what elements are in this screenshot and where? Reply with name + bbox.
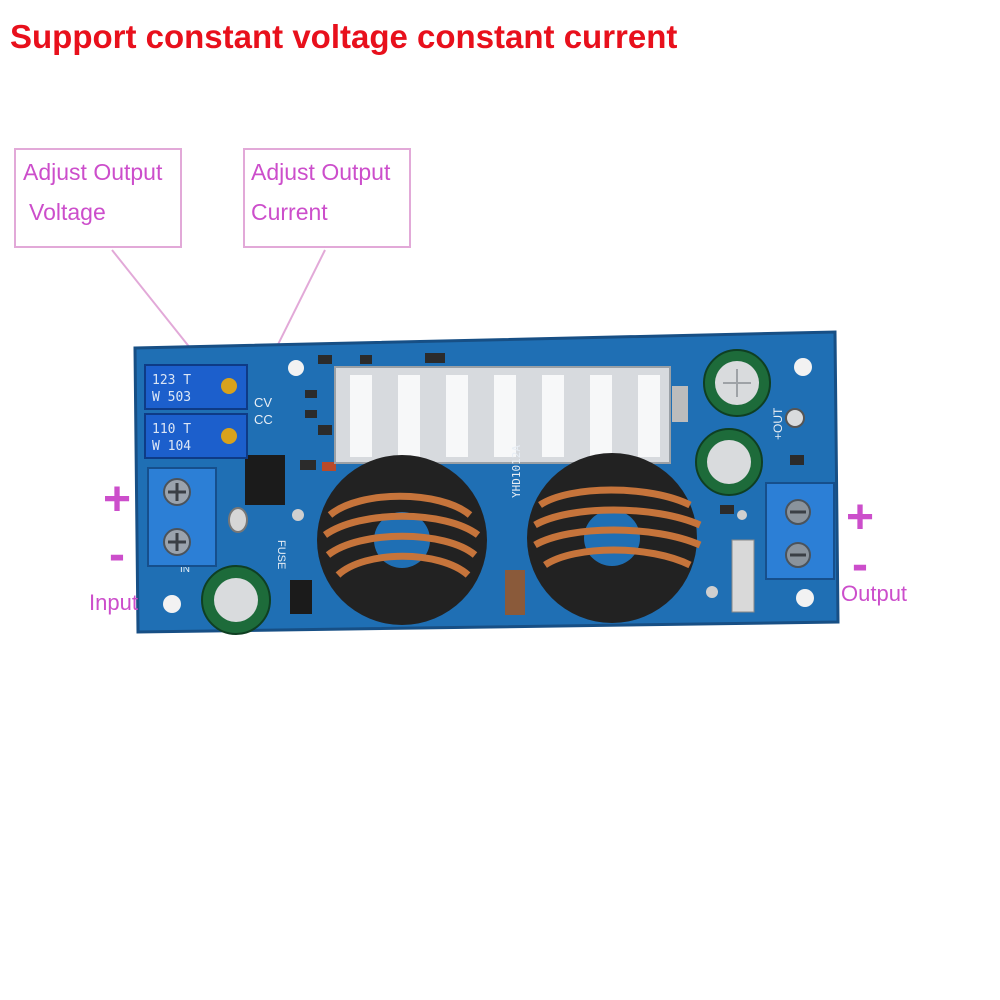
- pot2-line1: 110 T: [152, 422, 191, 437]
- capacitor-output-bottom: [695, 428, 763, 496]
- toroid-inductor-left: [317, 455, 487, 625]
- capacitor-output-top: [703, 349, 771, 417]
- callout-voltage-line1: Adjust Output: [23, 159, 163, 185]
- out-mark: +OUT: [771, 407, 785, 440]
- input-minus-label: -: [109, 528, 125, 581]
- callout-voltage-line2: Voltage: [29, 199, 106, 225]
- silver-component: [228, 507, 248, 533]
- small-capacitor: [785, 408, 805, 428]
- callout-adjust-current: Adjust Output Current: [243, 148, 411, 248]
- pot2-line2: W 104: [152, 439, 191, 454]
- output-minus-label: -: [852, 538, 868, 591]
- callout-adjust-voltage: Adjust Output Voltage: [14, 148, 182, 248]
- output-label: Output: [841, 581, 908, 606]
- inductor-code-label: YHD1012A: [510, 445, 523, 498]
- fuse-mark: FUSE: [275, 540, 287, 569]
- input-plus-label: +: [103, 473, 132, 526]
- cc-mark: CC: [254, 412, 273, 427]
- in-mark: IN: [180, 564, 190, 575]
- heatsink: [334, 366, 671, 464]
- callout-current-line2: Current: [251, 199, 328, 225]
- output-plus-label: +: [846, 491, 875, 544]
- toroid-inductor-right: [527, 453, 702, 623]
- callout-current-line1: Adjust Output: [251, 159, 391, 185]
- voltage-potentiometer: 123 T W 503: [144, 364, 248, 410]
- capacitor-input: [201, 565, 271, 635]
- input-label: Input: [89, 590, 138, 615]
- pot1-line2: W 503: [152, 390, 191, 405]
- headline: Support constant voltage constant curren…: [10, 18, 678, 55]
- current-potentiometer: 110 T W 104: [144, 413, 248, 459]
- cv-mark: CV: [254, 395, 272, 410]
- output-terminal-block: [765, 482, 835, 580]
- pot1-line1: 123 T: [152, 373, 191, 388]
- input-terminal-block: [147, 467, 217, 567]
